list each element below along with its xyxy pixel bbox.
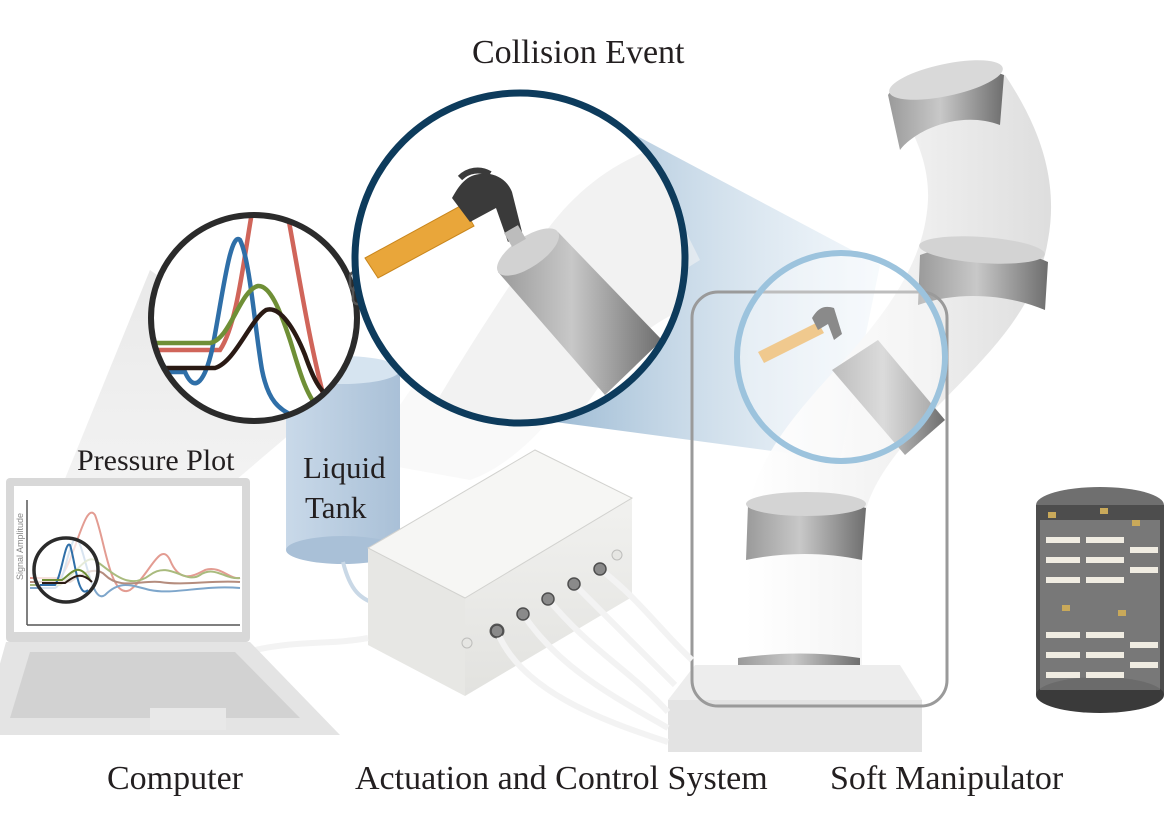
signal-green — [151, 283, 322, 412]
small-hammer-icon — [758, 306, 842, 363]
actuator-stack-icon — [1036, 487, 1164, 713]
pressure-plot-label: Pressure Plot — [77, 444, 235, 477]
collision-magnifier — [351, 89, 689, 427]
tubes — [254, 566, 695, 745]
small-collision-magnifier — [734, 250, 948, 464]
signal-amplitude-axis-label: Signal Amplitude — [15, 512, 25, 580]
liquid-tank-label-line1: Liquid — [303, 450, 386, 485]
signal-black — [151, 307, 336, 403]
soft-manipulator-label: Soft Manipulator — [830, 760, 1064, 797]
manipulator-base — [668, 665, 922, 752]
computer-label: Computer — [107, 760, 243, 797]
manipulator-frame — [690, 290, 949, 708]
control-box-icon — [254, 449, 695, 745]
actuation-control-label: Actuation and Control System — [355, 760, 768, 797]
signal-blue — [151, 236, 302, 421]
pressure-plot-magnifier — [148, 212, 360, 424]
laptop-icon — [0, 478, 340, 735]
hammer-icon — [364, 167, 526, 279]
liquid-tank-label-line2: Tank — [305, 490, 367, 525]
screen-plot — [26, 500, 241, 626]
collision-event-title: Collision Event — [472, 34, 685, 71]
zoomed-segment-band — [496, 228, 662, 395]
